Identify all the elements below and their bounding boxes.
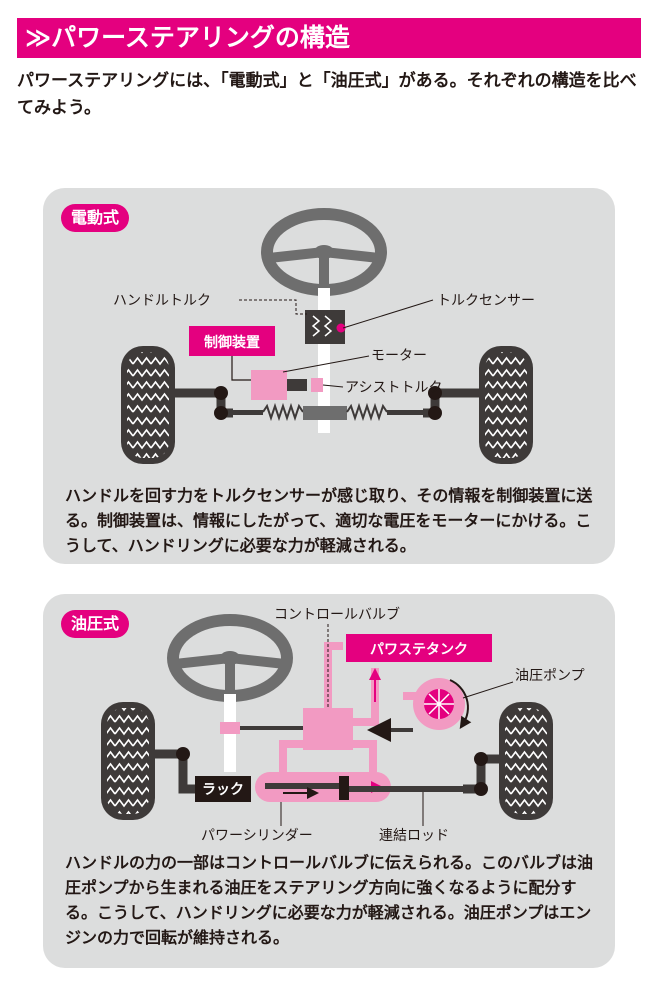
steering-wheel-icon — [167, 614, 293, 702]
rack-box — [195, 776, 251, 802]
tire-left-icon — [101, 702, 155, 820]
control-valve-icon — [303, 708, 353, 750]
oil-pump-label: 油圧ポンプ — [515, 668, 585, 684]
hydraulic-tag: 油圧式 — [61, 610, 130, 638]
tire-right-icon — [499, 702, 553, 820]
oil-pump-icon — [403, 678, 472, 730]
controller-box — [189, 326, 275, 356]
intro-text: パワーステアリングには、「電動式」と「油圧式」がある。それぞれの構造を比べてみよ… — [17, 71, 637, 118]
motor-icon — [251, 370, 323, 400]
electric-description: ハンドルを回す力をトルクセンサーが感じ取り、その情報を制御装置に送る。制御装置は… — [65, 486, 593, 555]
assist-torque-label: アシストトルク — [345, 380, 442, 396]
tire-right-icon — [479, 346, 533, 464]
power-tank-box — [346, 634, 492, 662]
rack-label: ラック — [202, 782, 244, 798]
electric-panel: 電動式 制御装置 — [43, 188, 615, 564]
tie-rod-icon — [155, 747, 503, 796]
section-title: ≫パワーステアリングの構造 — [17, 18, 641, 58]
electric-tag: 電動式 — [61, 204, 130, 232]
tire-left-icon — [121, 346, 175, 464]
torque-sensor-label: トルクセンサー — [437, 293, 535, 309]
tie-rod-label: 連結ロッド — [379, 828, 449, 844]
power-cylinder-label: パワーシリンダー — [201, 828, 313, 844]
motor-label: モーター — [371, 348, 427, 364]
hydraulic-description: ハンドルの力の一部はコントロールバルブに伝えられる。このバルブは油圧ポンプから生… — [65, 853, 594, 947]
controller-label: 制御装置 — [204, 334, 260, 351]
hydraulic-panel: 油圧式 — [43, 594, 615, 968]
hydraulic-diagram: パワステタンク ラック — [101, 606, 585, 844]
rack-icon — [233, 402, 423, 422]
tie-rod-icon — [175, 386, 483, 420]
electric-diagram: 制御装置 — [113, 208, 535, 464]
control-valve-label: コントロールバルブ — [274, 606, 400, 623]
steering-wheel-icon — [261, 208, 387, 296]
handle-torque-label: ハンドルトルク — [113, 293, 211, 309]
torque-sensor-icon — [305, 310, 346, 344]
power-tank-label: パワステタンク — [370, 642, 468, 658]
